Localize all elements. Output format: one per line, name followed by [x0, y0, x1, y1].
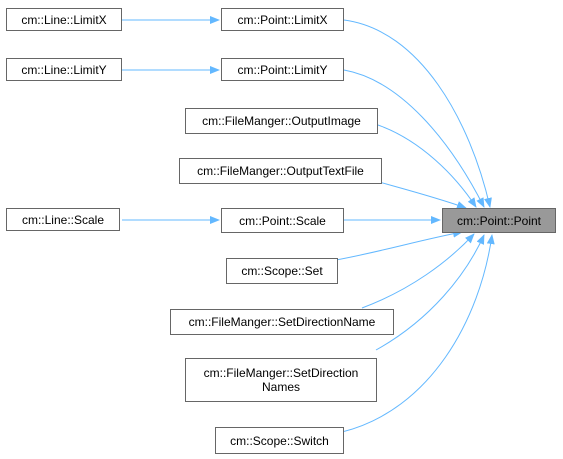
edge-point-limity-to-point-point — [343, 69, 485, 208]
node-output-text-file[interactable]: cm::FileManger::OutputTextFile — [179, 158, 382, 184]
node-label-line-2: Names — [261, 380, 300, 394]
edge-output-text-file-to-point-point — [371, 179, 467, 209]
node-point-limity[interactable]: cm::Point::LimitY — [221, 58, 344, 81]
node-label: cm::Point::Point — [456, 213, 542, 228]
node-label: cm::Point::LimitX — [237, 12, 328, 27]
node-line-scale[interactable]: cm::Line::Scale — [6, 208, 120, 231]
node-label: cm::Line::Scale — [21, 212, 105, 227]
node-label-line-1: cm::FileManger::SetDirection — [203, 366, 359, 380]
edge-output-image-to-point-point — [377, 124, 477, 208]
node-set-direction-name[interactable]: cm::FileManger::SetDirectionName — [170, 309, 394, 335]
node-label: cm::Line::LimitY — [21, 62, 107, 77]
edge-scope-switch-to-point-point — [341, 234, 495, 433]
node-line-limity[interactable]: cm::Line::LimitY — [6, 58, 122, 81]
node-point-point-target[interactable]: cm::Point::Point — [442, 208, 556, 233]
node-label: cm::Point::Scale — [239, 213, 326, 228]
node-label: cm::Line::LimitX — [21, 12, 107, 27]
node-label: cm::Scope::Switch — [230, 433, 329, 448]
node-label: cm::FileManger::OutputTextFile — [197, 164, 364, 178]
node-label: cm::FileManger::OutputImage — [202, 114, 361, 128]
node-line-limitx[interactable]: cm::Line::LimitX — [6, 8, 122, 31]
edge-set-direction-names-to-point-point — [375, 234, 485, 351]
node-point-scale[interactable]: cm::Point::Scale — [221, 208, 344, 233]
node-scope-switch[interactable]: cm::Scope::Switch — [215, 427, 344, 454]
edge-point-limitx-to-point-point — [343, 19, 492, 208]
node-output-image[interactable]: cm::FileManger::OutputImage — [185, 108, 378, 134]
node-set-direction-names[interactable]: cm::FileManger::SetDirection Names — [185, 358, 377, 402]
edge-scope-set-to-point-point — [335, 229, 463, 261]
node-label: cm::Point::LimitY — [237, 62, 328, 77]
node-scope-set[interactable]: cm::Scope::Set — [226, 258, 338, 284]
node-label: cm::FileManger::SetDirection Names — [204, 366, 359, 394]
node-label: cm::FileManger::SetDirectionName — [188, 315, 376, 329]
edge-set-direction-name-to-point-point — [361, 233, 475, 309]
node-point-limitx[interactable]: cm::Point::LimitX — [221, 8, 344, 31]
node-label: cm::Scope::Set — [241, 264, 323, 278]
